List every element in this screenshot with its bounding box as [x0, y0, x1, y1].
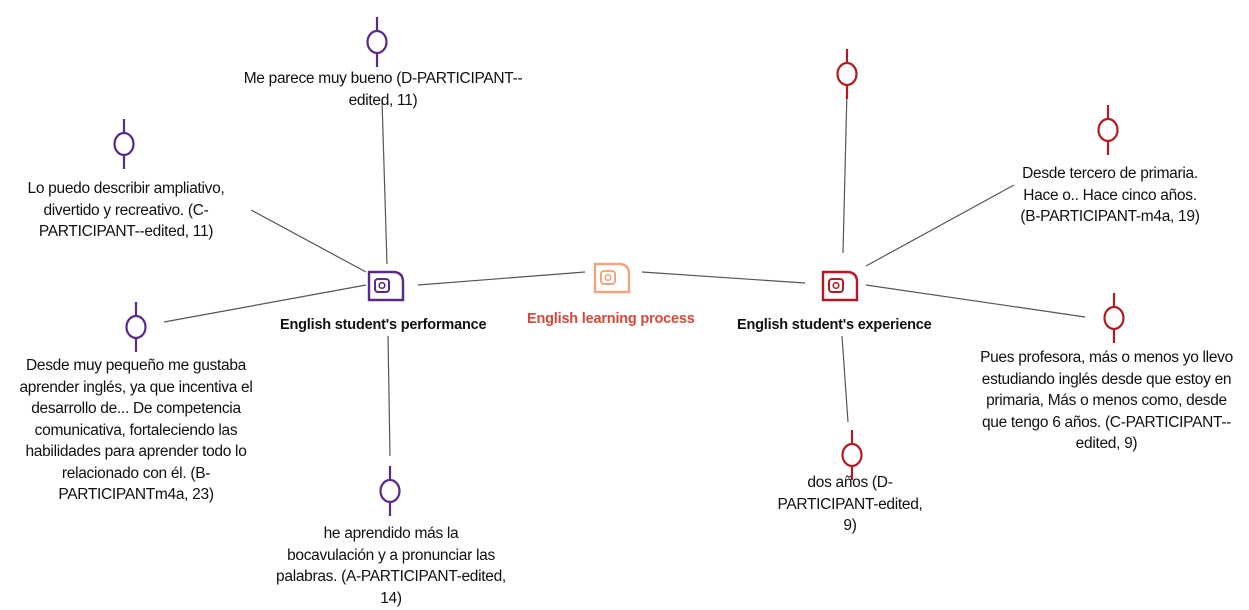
- performance-hub-label: English student's performance: [280, 317, 487, 333]
- quote-pin-experience-1[interactable]: [836, 49, 858, 99]
- quote-pin-experience-3[interactable]: [1103, 293, 1125, 343]
- edge-performance-quote-1: [381, 99, 388, 265]
- quote-pin-experience-4[interactable]: [841, 430, 863, 480]
- edge-performance-quote-2: [250, 209, 367, 273]
- edge-performance-center: [417, 271, 586, 286]
- quote-text-performance-3: Desde muy pequeño me gustaba aprender in…: [19, 357, 253, 503]
- quote-text-performance-2: Lo puedo describir ampliativo, divertido…: [27, 180, 225, 240]
- quote-text-performance-4: he aprendido más la bocavulación y a pro…: [276, 525, 506, 607]
- performance-hub-icon[interactable]: [367, 270, 405, 302]
- center-hub-icon[interactable]: [593, 262, 631, 294]
- edge-center-experience: [641, 271, 806, 284]
- nodes: [113, 17, 1125, 516]
- edge-experience-quote-2: [865, 184, 1015, 267]
- edge-performance-quote-4: [387, 335, 391, 457]
- quote-pin-experience-2[interactable]: [1097, 105, 1119, 155]
- quote-text-experience-1: Desde tercero de primaria. Hace o.. Hace…: [1020, 165, 1200, 225]
- center-hub-label: English learning process: [527, 311, 695, 327]
- quote-pin-performance-1[interactable]: [366, 17, 388, 67]
- edge-performance-quote-3: [163, 284, 367, 323]
- experience-hub-icon[interactable]: [821, 270, 859, 302]
- edges: [163, 89, 1086, 457]
- quote-pin-performance-2[interactable]: [113, 119, 135, 169]
- quote-pin-performance-4[interactable]: [379, 466, 401, 516]
- quote-text-experience-2: Pues profesora, más o menos yo llevo est…: [980, 349, 1233, 452]
- edge-experience-quote-4: [841, 335, 849, 423]
- experience-hub-label: English student's experience: [737, 317, 932, 333]
- quote-text-experience-3: dos años (D- PARTICIPANT-edited, 9): [777, 474, 923, 534]
- edge-experience-quote-1: [842, 89, 848, 254]
- quote-text-performance-1: Me parece muy bueno (D-PARTICIPANT-- edi…: [243, 70, 523, 109]
- edge-experience-quote-3: [865, 284, 1086, 318]
- quote-pin-performance-3[interactable]: [125, 302, 147, 352]
